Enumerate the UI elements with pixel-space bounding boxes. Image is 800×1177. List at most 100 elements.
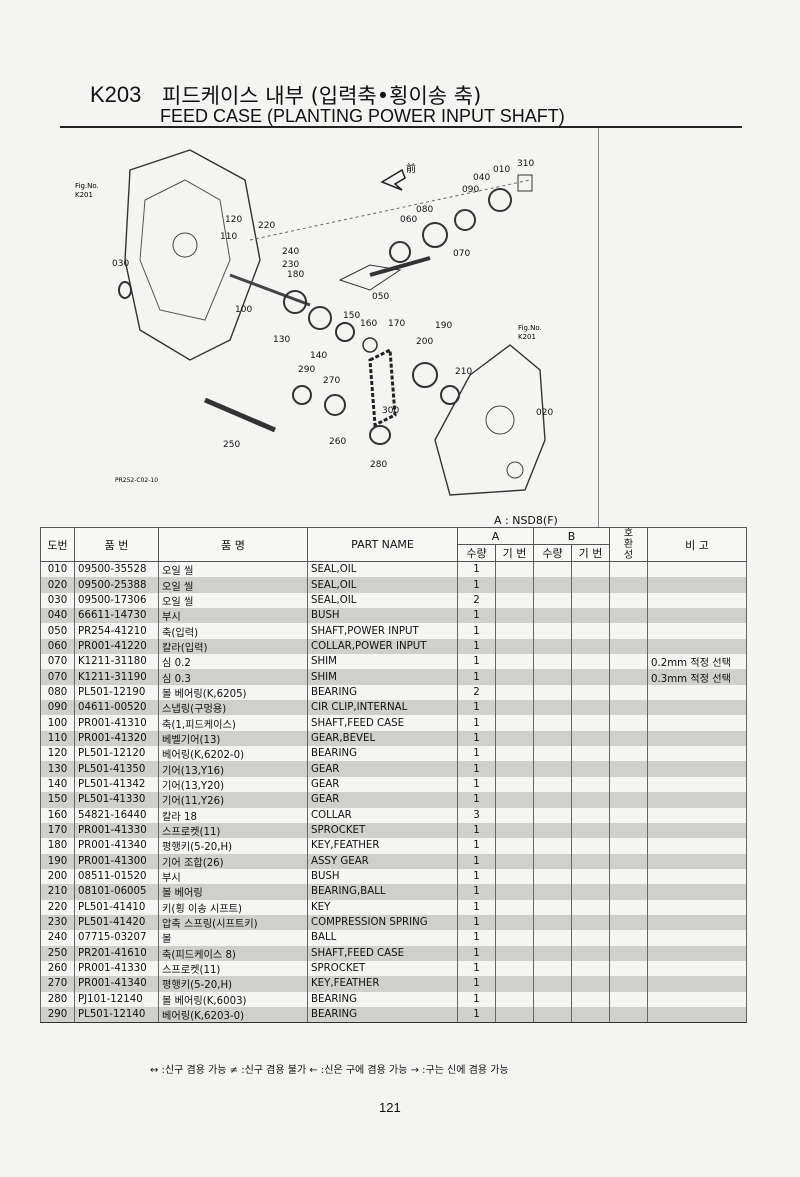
cell-no: 120 [40, 746, 75, 762]
cell-compat [609, 991, 649, 1007]
cell-period-a [495, 914, 534, 931]
cell-part-name: SHAFT,FEED CASE [307, 715, 458, 731]
cell-name-kr: 심 0.2 [158, 654, 308, 670]
cell-period-a [495, 684, 534, 701]
cell-remarks [647, 914, 748, 931]
cell-qty-b [533, 684, 572, 701]
callout-120: 120 [225, 215, 242, 225]
cell-part-no: PL501-12140 [74, 1006, 159, 1024]
callout-140: 140 [310, 351, 327, 361]
cell-qty-b [533, 976, 572, 992]
cell-name-kr: 칼라 18 [158, 807, 308, 823]
cell-name-kr: 칼라(입력) [158, 638, 308, 655]
cell-compat [609, 792, 649, 808]
cell-remarks [647, 746, 748, 762]
cell-no: 210 [40, 884, 75, 900]
cell-qty-b [533, 991, 572, 1007]
cell-period-a [495, 623, 534, 639]
cell-compat [609, 561, 649, 578]
cell-no: 040 [40, 608, 75, 624]
cell-no: 200 [40, 868, 75, 885]
cell-name-kr: 축(1,피드케이스) [158, 715, 308, 731]
cell-qty-a: 1 [457, 608, 496, 624]
cell-qty-a: 1 [457, 976, 496, 992]
header-part-no: 품 번 [74, 527, 159, 562]
cell-period-a [495, 976, 534, 992]
callout-280: 280 [370, 460, 387, 470]
cell-part-no: 04611-00520 [74, 700, 159, 716]
cell-qty-a: 1 [457, 899, 496, 915]
callout-220: 220 [258, 221, 275, 231]
cell-period-b [570, 623, 611, 639]
cell-no: 190 [40, 853, 75, 869]
cell-name-kr: 스프로켓(11) [158, 822, 308, 839]
cell-part-name: BALL [307, 930, 458, 946]
cell-name-kr: 스프로켓(11) [158, 960, 308, 977]
header-qty-b: 수량 [533, 544, 572, 562]
cell-part-no: PL501-41410 [74, 899, 159, 915]
cell-qty-a: 1 [457, 669, 496, 685]
cell-period-b [570, 608, 611, 624]
fig-ref-left: Fig.No. [75, 182, 99, 190]
cell-compat [609, 776, 649, 793]
cell-compat [609, 715, 649, 731]
cell-remarks [647, 930, 748, 946]
exploded-parts-diagram: 前 Fig.No. K201 Fig.No. K201 PR252-C02-10… [75, 149, 553, 496]
cell-name-kr: 오일 씰 [158, 577, 308, 593]
cell-no: 050 [40, 623, 75, 639]
cell-qty-b [533, 868, 572, 885]
cell-part-no: 08101-06005 [74, 884, 159, 900]
cell-qty-b [533, 776, 572, 793]
cell-part-no: 66611-14730 [74, 608, 159, 624]
cell-period-a [495, 884, 534, 900]
cell-qty-a: 1 [457, 700, 496, 716]
header-no: 도번 [40, 527, 75, 562]
cell-period-b [570, 792, 611, 808]
cell-period-b [570, 592, 611, 609]
cell-part-name: BEARING,BALL [307, 884, 458, 900]
cell-qty-a: 2 [457, 684, 496, 701]
page-number: 121 [379, 1100, 401, 1115]
cell-part-no: PL501-12190 [74, 684, 159, 701]
callout-310: 310 [517, 159, 534, 169]
cell-compat [609, 960, 649, 977]
cell-no: 070 [40, 654, 75, 670]
cell-part-name: COLLAR [307, 807, 458, 823]
cell-period-b [570, 654, 611, 670]
cell-period-a [495, 608, 534, 624]
cell-no: 170 [40, 822, 75, 839]
cell-compat [609, 930, 649, 946]
cell-qty-b [533, 730, 572, 747]
cell-part-no: PR001-41300 [74, 853, 159, 869]
header-group-b: B [532, 527, 611, 545]
cell-name-kr: 오일 씰 [158, 592, 308, 609]
chain-drawing [368, 347, 397, 428]
fig-ref-right-code: K201 [518, 333, 536, 341]
header-period-a: 기 번 [495, 544, 534, 562]
cell-qty-b [533, 638, 572, 655]
cell-period-a [495, 838, 534, 854]
callout-130: 130 [273, 335, 290, 345]
callout-020: 020 [536, 408, 553, 418]
cell-period-b [570, 960, 611, 977]
cell-part-no: 07715-03207 [74, 930, 159, 946]
cell-qty-a: 1 [457, 792, 496, 808]
cell-remarks [647, 960, 748, 977]
callout-090: 090 [462, 185, 479, 195]
cell-remarks [647, 838, 748, 854]
cell-qty-b [533, 838, 572, 854]
margin-divider [598, 128, 599, 528]
compatibility-legend: ↔ :신구 겸용 가능 ≠ :신구 겸용 불가 ← :신은 구에 겸용 가능 →… [150, 1065, 509, 1076]
cell-qty-a: 1 [457, 914, 496, 931]
cell-period-b [570, 930, 611, 946]
cell-no: 130 [40, 761, 75, 777]
cell-qty-a: 1 [457, 884, 496, 900]
cell-part-name: COLLAR,POWER INPUT [307, 638, 458, 655]
callout-150: 150 [343, 311, 360, 321]
cell-qty-b [533, 899, 572, 915]
